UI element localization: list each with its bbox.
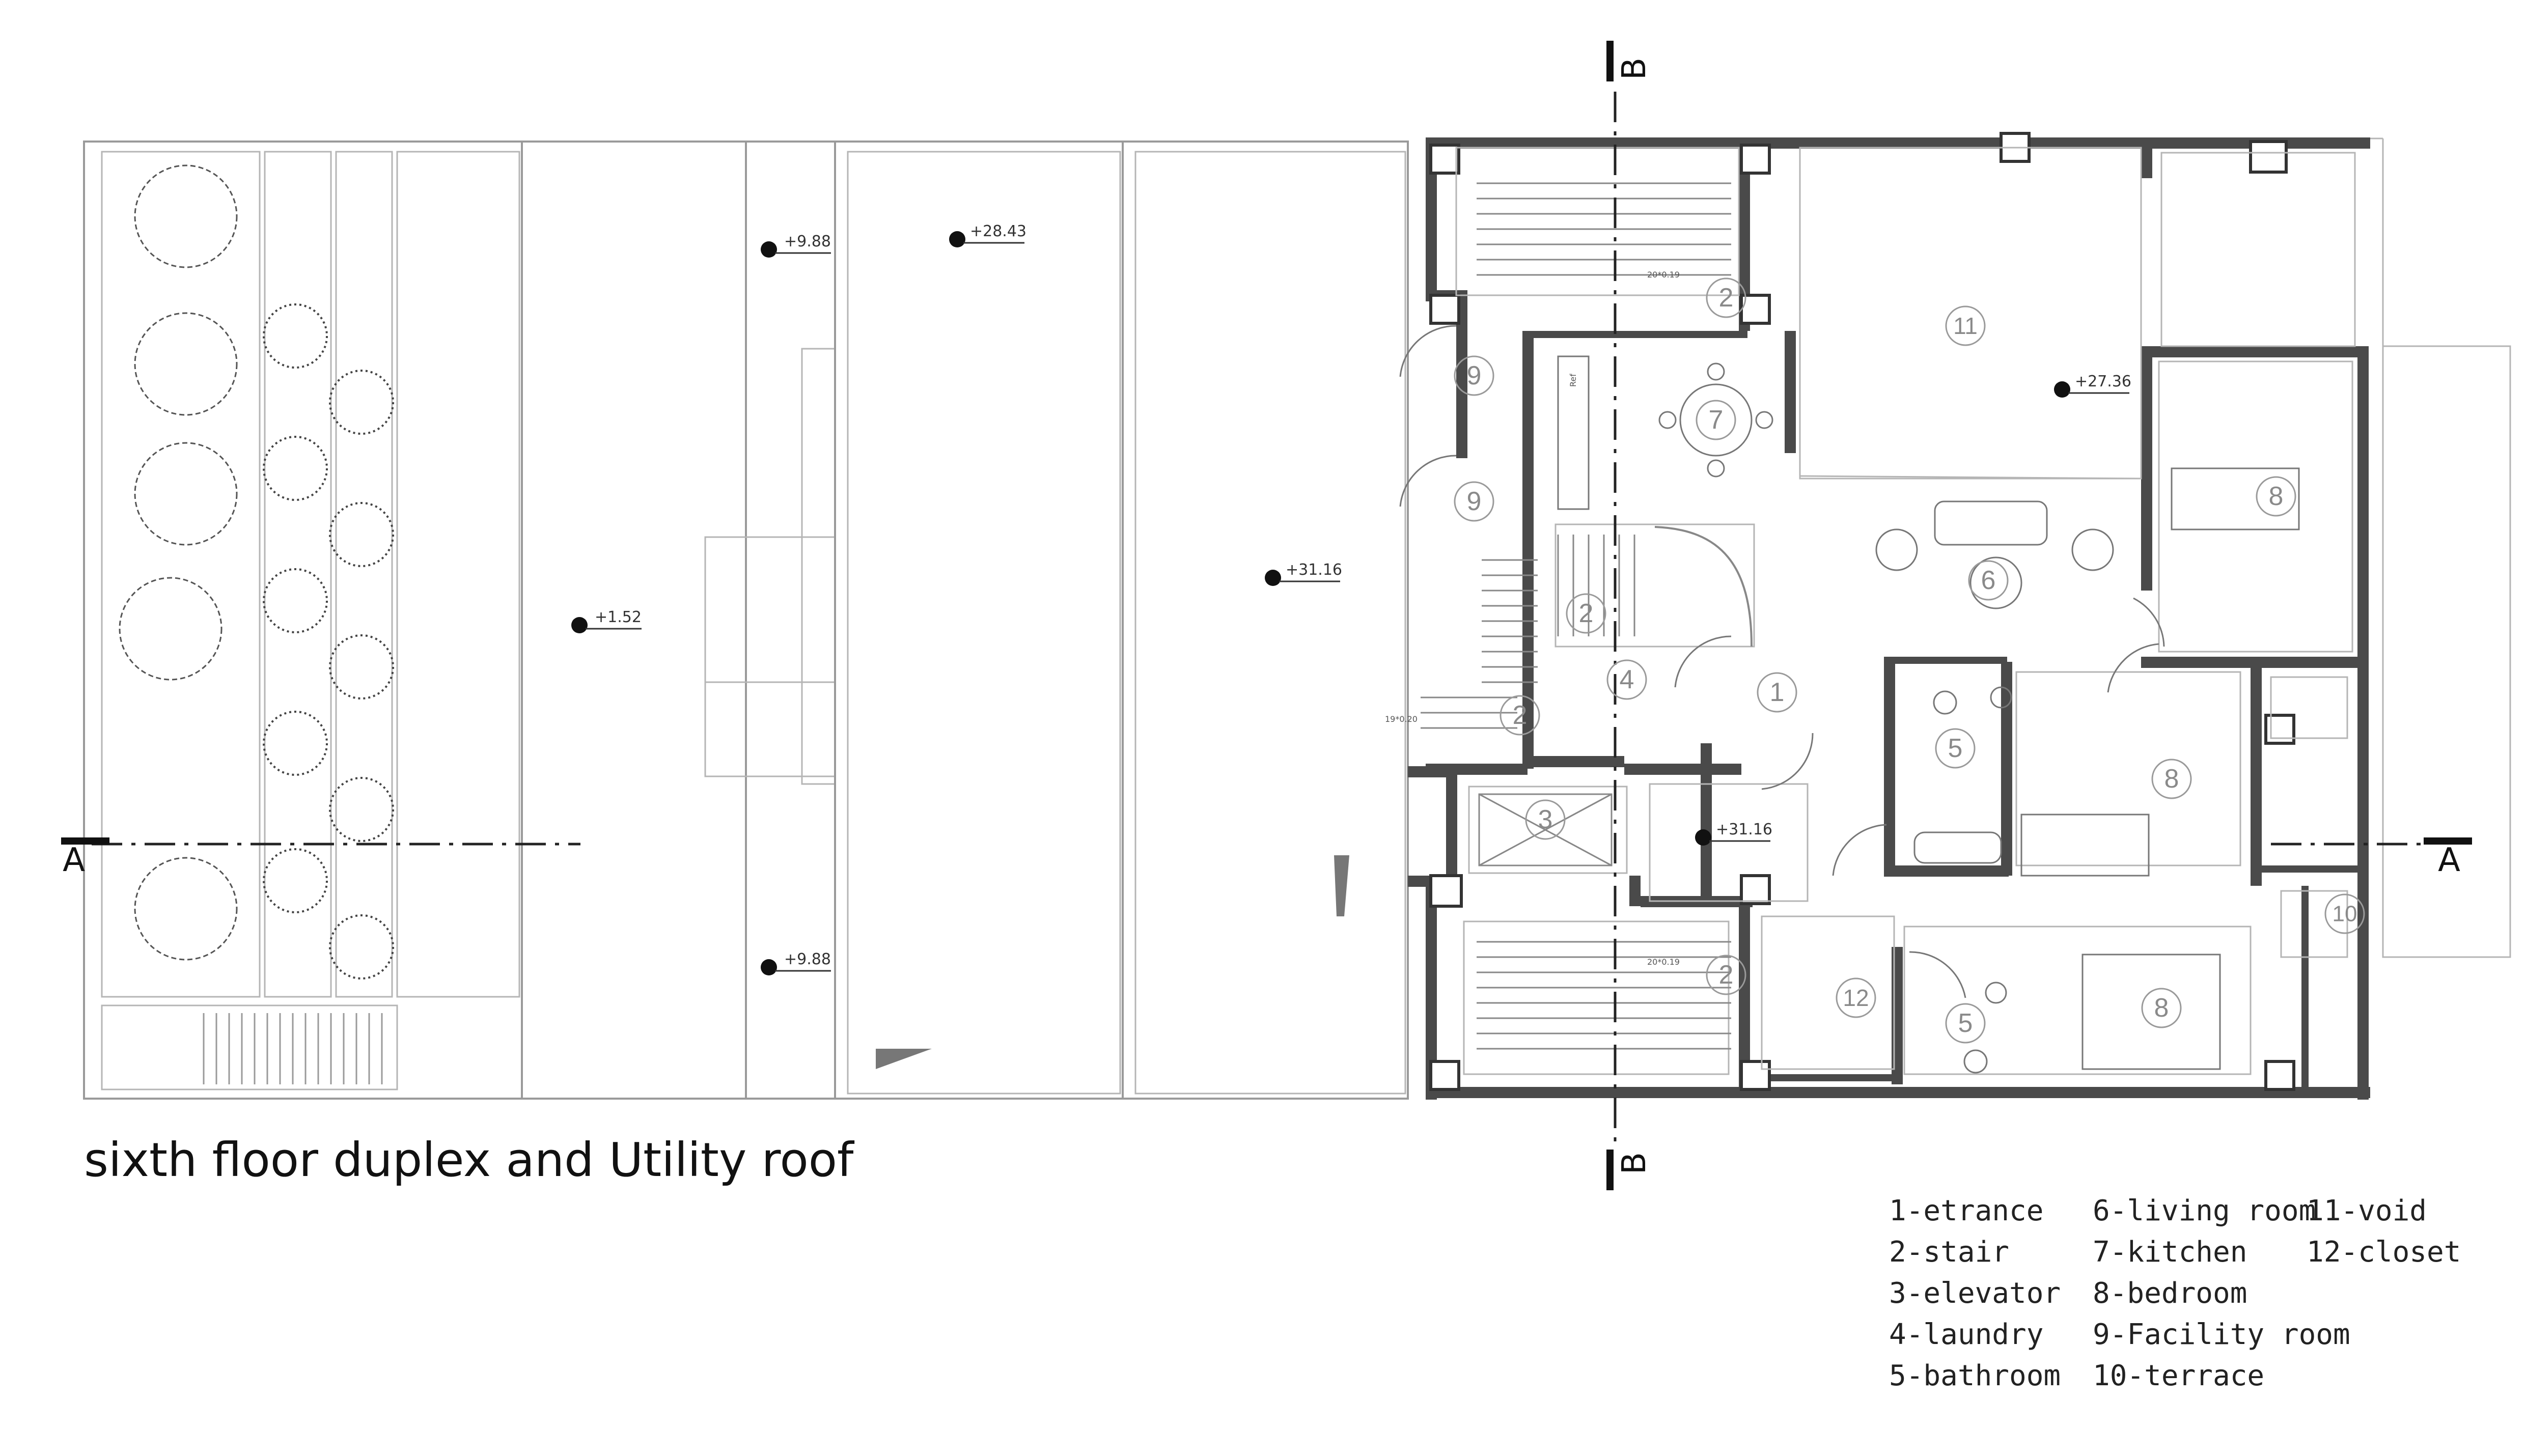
- room-number: 2: [1513, 701, 1528, 730]
- room-number: 4: [1620, 665, 1634, 694]
- stair-hatching: [1421, 182, 1731, 1050]
- section-marker-b-bottom: B: [1616, 1152, 1653, 1174]
- roof-vent-marker: [1334, 855, 1349, 916]
- furniture: [1557, 355, 2300, 1074]
- elevation-label: +1.52: [595, 608, 642, 626]
- shrub-icon: [329, 777, 394, 842]
- shrub-icon: [329, 502, 394, 567]
- legend-item: 7-kitchen: [2093, 1236, 2247, 1269]
- elevator-shaft: [1478, 793, 1613, 866]
- room-number: 3: [1538, 805, 1553, 834]
- coffee-table-icon: [1969, 556, 2022, 609]
- room-number-markers: [1454, 277, 2365, 1044]
- columns: [1429, 132, 2295, 1091]
- apartment-walls: [1408, 137, 2370, 1100]
- toilet-icon: [1985, 982, 2007, 1004]
- legend-item: 10-terrace: [2093, 1359, 2265, 1392]
- legend-column-1: 1-etrance 2-stair 3-elevator 4-laundry 5…: [1889, 1190, 2061, 1396]
- kitchen-counter: [1557, 355, 1590, 510]
- roof-garden: [83, 141, 523, 1100]
- shrub-icons: [263, 303, 394, 979]
- tree-icons: [119, 164, 238, 961]
- room-number: 1: [1770, 678, 1785, 707]
- elevation-underlines: [586, 242, 2129, 972]
- toilet-icon: [1990, 686, 2012, 709]
- room-number: 11: [1953, 313, 1978, 339]
- tree-icon: [134, 857, 238, 961]
- room-number: 6: [1981, 566, 1996, 595]
- legend-item: 4-laundry: [1889, 1318, 2044, 1351]
- section-marker-a-left: A: [63, 842, 85, 879]
- room-number: 8: [2269, 482, 2284, 511]
- legend-item: 9-Facility room: [2093, 1318, 2350, 1351]
- elevation-label: +9.88: [784, 950, 831, 968]
- legend-column-2: 6-living room 7-kitchen 8-bedroom 9-Faci…: [2093, 1190, 2350, 1396]
- room-number: 12: [1843, 985, 1869, 1011]
- bed-icon: [2020, 814, 2150, 877]
- shrub-icon: [329, 914, 394, 979]
- tree-icon: [134, 164, 238, 268]
- room-number: 9: [1467, 487, 1482, 516]
- legend-item: 8-bedroom: [2093, 1277, 2247, 1310]
- elevation-label: +28.43: [970, 222, 1026, 240]
- shrub-icon: [329, 370, 394, 435]
- shrub-icon: [263, 711, 328, 776]
- elevation-label: +9.88: [784, 233, 831, 250]
- elevation-label: +27.36: [2075, 373, 2131, 390]
- room-number: 2: [1579, 599, 1594, 628]
- drawing-title: sixth floor duplex and Utility roof: [84, 1133, 854, 1187]
- room-number: 5: [1948, 734, 1963, 763]
- shrub-icon: [263, 303, 328, 369]
- stair-note: 20*0.19: [1647, 270, 1680, 279]
- curved-stair-landing: [1654, 526, 1753, 647]
- tree-icon: [119, 577, 223, 681]
- legend-item: 1-etrance: [1889, 1194, 2044, 1227]
- section-lines: [61, 41, 2472, 1190]
- elevation-markers: [571, 231, 2070, 975]
- interior-lines: [1455, 137, 2511, 1075]
- legend-item: 12-closet: [2307, 1236, 2461, 1269]
- shrub-icon: [263, 568, 328, 633]
- tree-icon: [134, 442, 238, 546]
- armchair-icon: [1875, 528, 1918, 571]
- stair-note: 19*0.20: [1385, 714, 1418, 724]
- refrigerator-label: Ref: [1568, 374, 1578, 387]
- bed-icon: [2171, 467, 2300, 530]
- bed-icon: [2081, 954, 2221, 1070]
- armchair-icon: [2071, 528, 2114, 571]
- bathtub-icon: [1913, 831, 2002, 864]
- room-number: 2: [1719, 283, 1734, 313]
- legend-item: 5-bathroom: [1889, 1359, 2061, 1392]
- washbasin-icon: [1963, 1049, 1988, 1074]
- section-marker-b-top: B: [1616, 58, 1653, 80]
- room-number: 8: [2154, 993, 2169, 1023]
- legend-item: 6-living room: [2093, 1194, 2316, 1227]
- sofa-icon: [1934, 500, 2048, 546]
- dining-table-icon: [1679, 383, 1753, 457]
- legend-column-3: 11-void 12-closet: [2307, 1190, 2461, 1273]
- stair-note: 20*0.19: [1647, 957, 1680, 967]
- door-swings: [1399, 325, 2165, 998]
- section-marker-a-right: A: [2438, 842, 2460, 879]
- room-number: 2: [1719, 960, 1734, 990]
- tree-icon: [134, 312, 238, 416]
- elevation-label: +31.16: [1716, 821, 1772, 838]
- room-number: 10: [2333, 902, 2357, 927]
- legend-item: 3-elevator: [1889, 1277, 2061, 1310]
- room-number: 5: [1958, 1009, 1973, 1038]
- room-number: 9: [1467, 361, 1482, 390]
- shrub-icon: [329, 634, 394, 699]
- garden-stair: [203, 1013, 383, 1084]
- room-number: 8: [2164, 764, 2179, 794]
- shrub-icon: [263, 436, 328, 501]
- utility-roof: [521, 141, 1409, 1100]
- room-number: 7: [1709, 405, 1724, 435]
- legend-item: 2-stair: [1889, 1236, 2010, 1269]
- elevation-label: +31.16: [1286, 561, 1342, 579]
- shrub-icon: [263, 848, 328, 913]
- washbasin-icon: [1933, 690, 1957, 715]
- legend-item: 11-void: [2307, 1194, 2427, 1227]
- roof-drain-marker: [876, 1049, 932, 1069]
